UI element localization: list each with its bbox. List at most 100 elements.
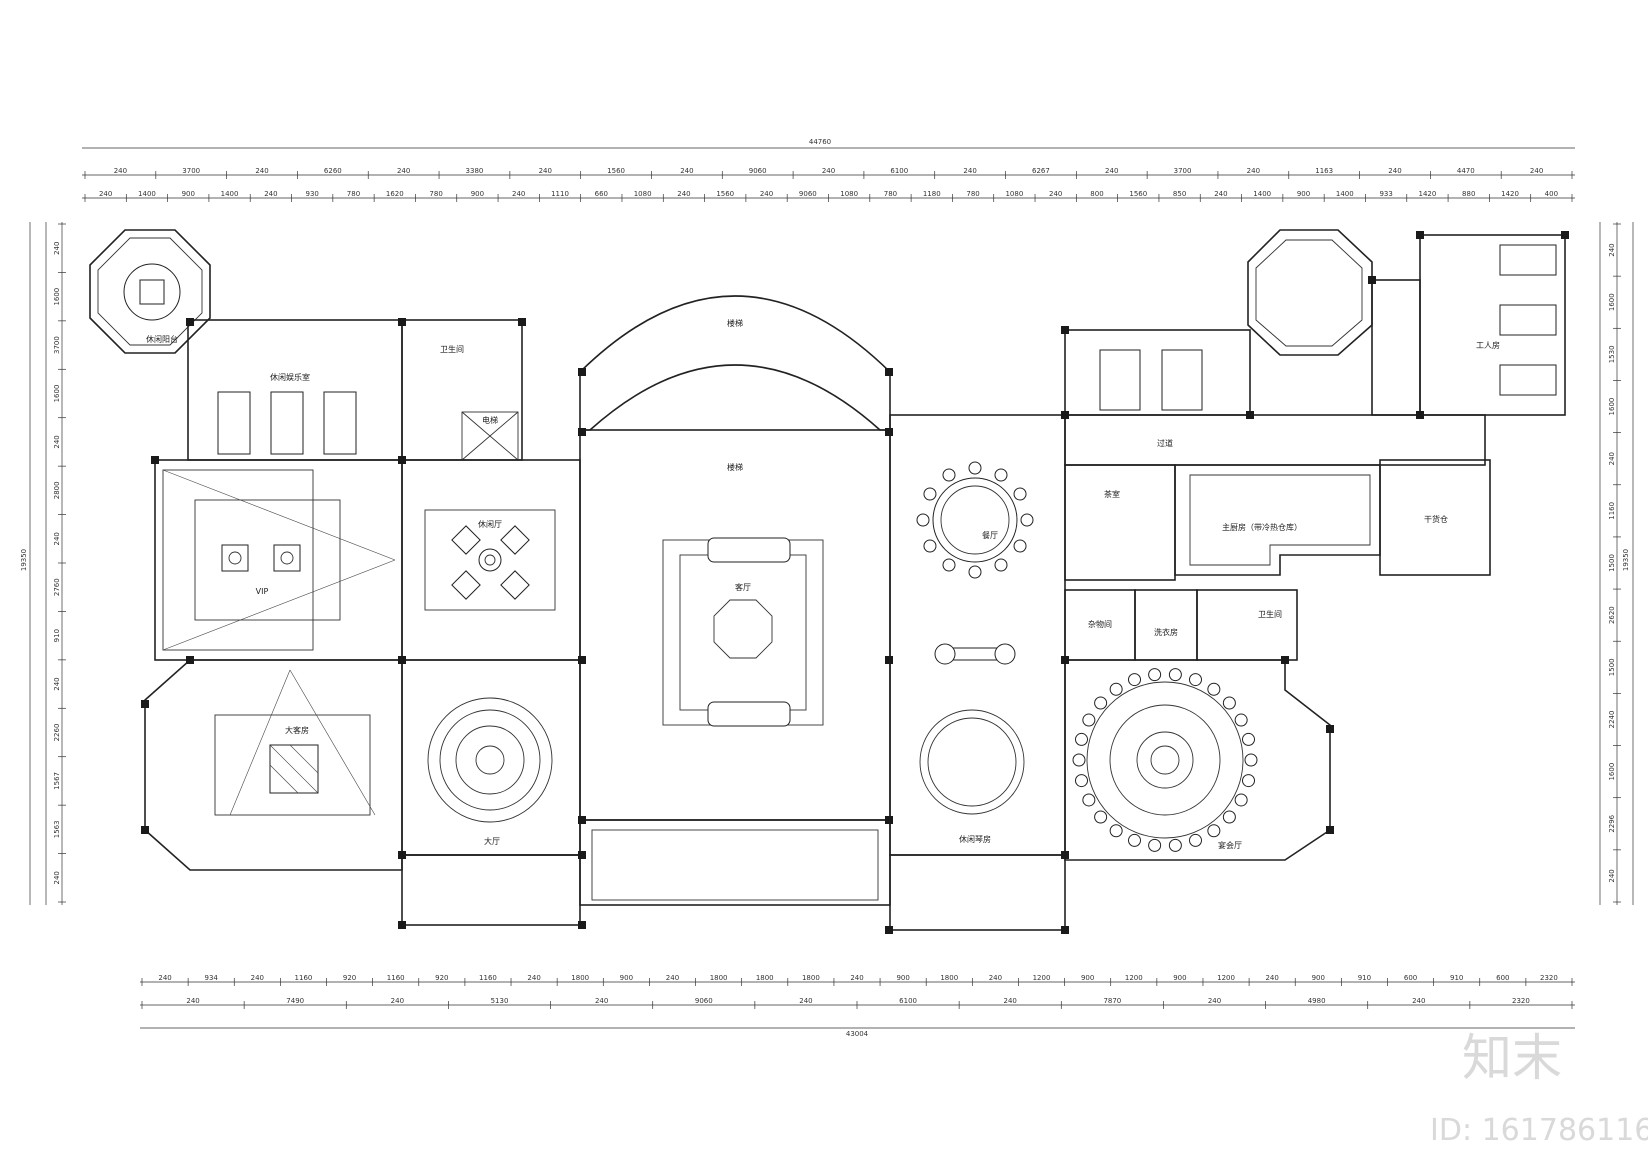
dim-top-row1: 240: [1247, 167, 1260, 175]
dim-bottom-row1: 920: [435, 974, 448, 982]
dim-top-row2: 1560: [716, 190, 734, 198]
dim-bottom-row1: 2320: [1540, 974, 1558, 982]
dim-right-col: 1500: [1608, 554, 1616, 572]
dim-bottom-row2: 5130: [491, 997, 509, 1005]
dim-right-col: 1160: [1608, 502, 1616, 520]
dim-top-row2: 400: [1545, 190, 1558, 198]
column-block: [1246, 411, 1254, 419]
column-block: [1561, 231, 1569, 239]
label-corridor: 过道: [1157, 438, 1173, 448]
chair: [1207, 682, 1221, 696]
dim-top-row1: 240: [397, 167, 410, 175]
watermark-id: ID: 161786116: [1430, 1113, 1648, 1148]
dim-left-col: 3700: [53, 336, 61, 354]
dim-bottom-row2: 240: [1004, 997, 1017, 1005]
dim-top-row2: 240: [677, 190, 690, 198]
dim-left-col: 240: [53, 242, 61, 255]
dim-top-row2: 1560: [1129, 190, 1147, 198]
dim-bottom-row1: 240: [1265, 974, 1278, 982]
chair: [1082, 713, 1096, 727]
chair: [942, 558, 956, 572]
column-block: [186, 318, 194, 326]
dim-top-row2: 1080: [1005, 190, 1023, 198]
chair: [1242, 732, 1256, 746]
dim-top-row2: 660: [595, 190, 608, 198]
dim-top-row1: 4470: [1457, 167, 1475, 175]
dim-bottom-row1: 240: [989, 974, 1002, 982]
dim-top-row2: 1420: [1419, 190, 1437, 198]
dim-top-row2: 240: [99, 190, 112, 198]
chair: [1072, 753, 1086, 767]
dim-top-row1: 240: [680, 167, 693, 175]
dim-top-row2: 1620: [386, 190, 404, 198]
dim-top-row2: 9060: [799, 190, 817, 198]
dim-bottom-row1: 240: [251, 974, 264, 982]
dim-bottom-row1: 240: [850, 974, 863, 982]
label-banquet-hall: 宴会厅: [1218, 840, 1242, 850]
side-dimension-lines: 19350 19350 2401600370016002402800240276…: [20, 222, 1634, 905]
dim-bottom-row2: 7870: [1103, 997, 1121, 1005]
column-block: [885, 656, 893, 664]
dim-top-row2: 1400: [1336, 190, 1354, 198]
chair: [968, 461, 982, 475]
dim-top-row1: 240: [114, 167, 127, 175]
label-lounge: 休闲娱乐室: [270, 372, 310, 382]
dim-top-row2: 880: [1462, 190, 1475, 198]
dim-top-row2: 1110: [551, 190, 569, 198]
column-block: [578, 921, 586, 929]
column-block: [578, 816, 586, 824]
walls: [89, 229, 1566, 931]
dim-bottom-row1: 910: [1450, 974, 1463, 982]
chair: [1013, 487, 1027, 501]
dim-top-row1: 240: [963, 167, 976, 175]
dim-right-col: 1600: [1608, 398, 1616, 416]
dim-top-total: 44760: [809, 138, 831, 146]
dim-top-row1: 1163: [1315, 167, 1333, 175]
dim-top-row1: 240: [1105, 167, 1118, 175]
column-block: [1281, 656, 1289, 664]
dim-left-col: 2800: [53, 481, 61, 499]
label-elevator: 电梯: [482, 415, 498, 425]
dim-top-row1: 1560: [607, 167, 625, 175]
dim-top-row2: 930: [305, 190, 318, 198]
column-block: [1326, 725, 1334, 733]
dining-chairs: [916, 461, 1258, 852]
dim-right-col: 1600: [1608, 763, 1616, 781]
dim-left-col: 2260: [53, 724, 61, 742]
column-block: [1416, 411, 1424, 419]
dim-bottom-row1: 900: [620, 974, 633, 982]
dim-left-col: 240: [53, 871, 61, 884]
dim-left-col: 240: [53, 532, 61, 545]
dim-bottom-row1: 240: [666, 974, 679, 982]
label-dining-room: 餐厅: [982, 531, 998, 540]
dim-bottom-row2: 2320: [1512, 997, 1530, 1005]
dim-right-col: 240: [1608, 452, 1616, 465]
dim-left-col: 1563: [53, 820, 61, 838]
column-block: [186, 656, 194, 664]
dim-right-col: 2240: [1608, 711, 1616, 729]
dim-left-col: 1600: [53, 385, 61, 403]
chair: [1074, 774, 1088, 788]
dim-bottom-row1: 900: [896, 974, 909, 982]
chair: [1109, 682, 1123, 696]
column-block: [578, 851, 586, 859]
furniture: [123, 244, 1557, 823]
label-hall: 大厅: [484, 836, 500, 846]
chair: [923, 487, 937, 501]
dim-bottom-row1: 600: [1496, 974, 1509, 982]
chair: [923, 539, 937, 553]
chair: [1188, 673, 1202, 687]
dim-bottom-row1: 1200: [1217, 974, 1235, 982]
dim-left-col: 1567: [53, 772, 61, 790]
dim-bottom-row1: 1800: [571, 974, 589, 982]
dim-bottom-row2: 240: [1208, 997, 1221, 1005]
label-living-room: 客厅: [735, 582, 751, 592]
dim-right-col: 2296: [1608, 814, 1616, 832]
chair: [1234, 713, 1248, 727]
watermark-logo: 知末: [1462, 1029, 1562, 1087]
chair: [1222, 696, 1236, 710]
dim-top-row1: 240: [1388, 167, 1401, 175]
dim-bottom-row1: 240: [527, 974, 540, 982]
structural-columns: [141, 231, 1569, 934]
